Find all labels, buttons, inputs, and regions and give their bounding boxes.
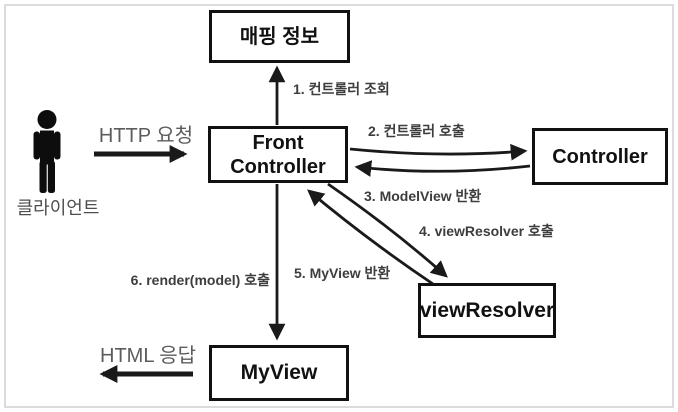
- client-person-icon: [33, 110, 61, 193]
- http-request-label: HTTP 요청: [98, 125, 194, 147]
- step4-arrow: [327, 182, 448, 278]
- client-label: 클라이언트: [16, 198, 100, 218]
- step3-label: 3. ModelView 반환: [364, 188, 482, 204]
- node-controller: Controller: [532, 128, 668, 185]
- node-front-controller: Front Controller: [208, 126, 348, 183]
- step1-label: 1. 컨트롤러 조회: [293, 81, 390, 97]
- step5-arrow: [307, 189, 434, 286]
- node-mapping-info: 매핑 정보: [209, 10, 350, 63]
- step6-label: 6. render(model) 호출: [130, 272, 270, 288]
- node-view-resolver: viewResolver: [418, 283, 556, 338]
- step5-label: 5. MyView 반환: [294, 265, 391, 281]
- html-response-label: HTML 응답: [100, 345, 197, 367]
- step2-arrow: [349, 143, 528, 161]
- step4-label: 4. viewResolver 호출: [419, 223, 554, 239]
- node-my-view: MyView: [209, 345, 349, 401]
- step2-label: 2. 컨트롤러 호출: [368, 123, 465, 139]
- step3-arrow: [354, 160, 531, 177]
